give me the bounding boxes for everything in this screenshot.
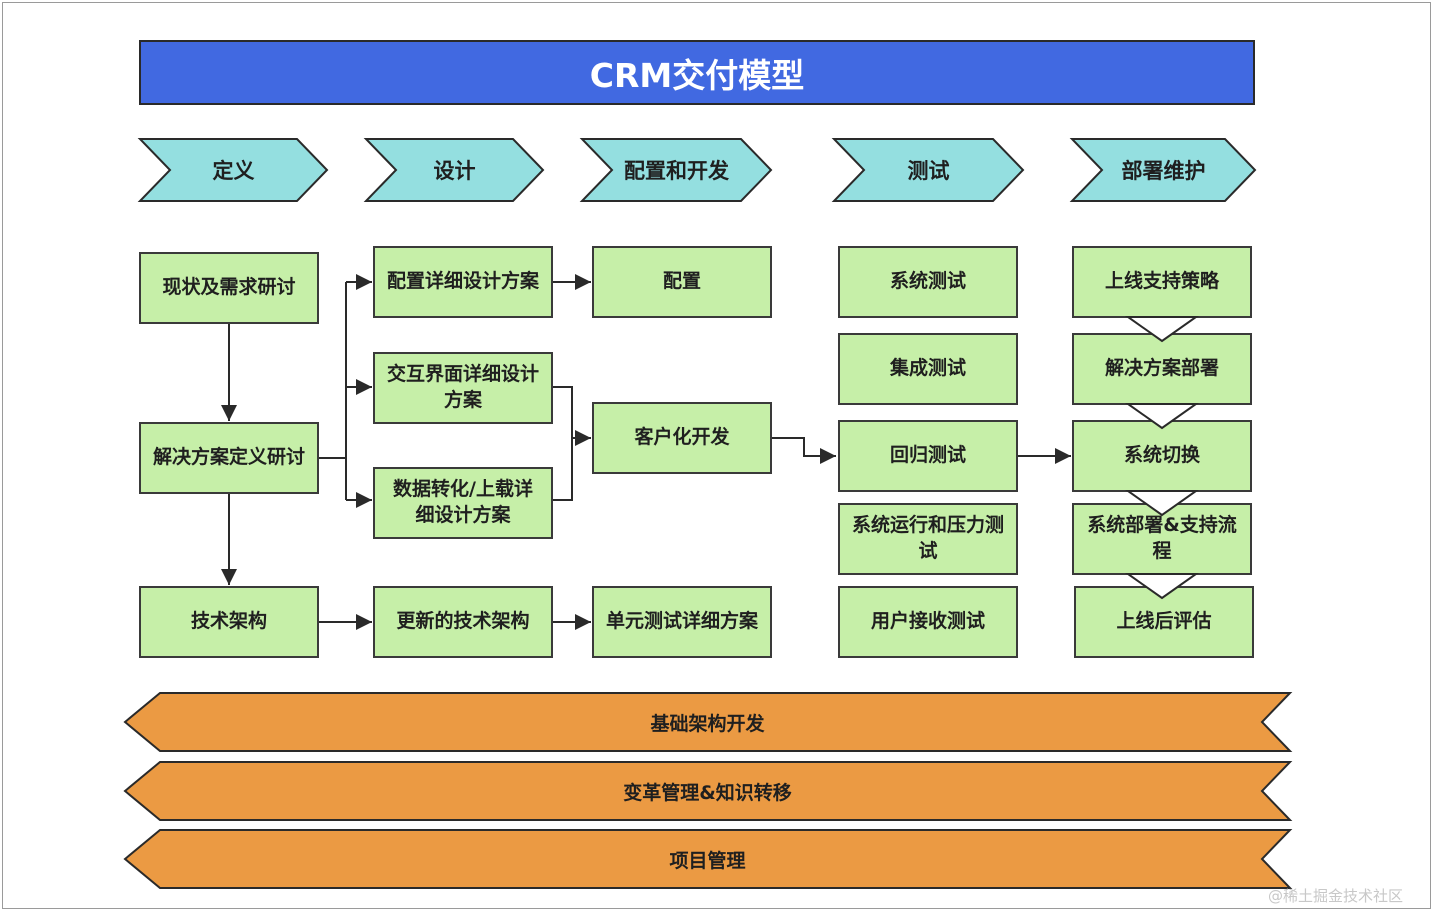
band-label-infra: 基础架构开发 bbox=[650, 712, 765, 735]
diagram-title: CRM交付模型 bbox=[139, 40, 1255, 105]
box-regression-test: 回归测试 bbox=[838, 420, 1018, 492]
box-unit-test-plan: 单元测试详细方案 bbox=[592, 586, 772, 658]
phase-chevron-define bbox=[137, 138, 329, 202]
box-solution-definition: 解决方案定义研讨 bbox=[139, 422, 319, 494]
box-ui-detail-design: 交互界面详细设计方案 bbox=[373, 352, 553, 424]
box-post-launch-evaluation: 上线后评估 bbox=[1074, 586, 1254, 658]
flow-notch-4 bbox=[1124, 573, 1200, 600]
box-go-live-strategy: 上线支持策略 bbox=[1072, 246, 1252, 318]
phase-label-deploy: 部署维护 bbox=[1121, 159, 1206, 183]
box-performance-test: 系统运行和压力测试 bbox=[838, 503, 1018, 575]
phase-chevron-deploy bbox=[1069, 138, 1257, 202]
phase-chevron-design bbox=[363, 138, 545, 202]
phase-label-design: 设计 bbox=[433, 159, 476, 183]
box-data-detail-design: 数据转化/上载详细设计方案 bbox=[373, 467, 553, 539]
box-config-detail-design: 配置详细设计方案 bbox=[373, 246, 553, 318]
phase-label-define: 定义 bbox=[212, 159, 255, 183]
box-updated-tech-arch: 更新的技术架构 bbox=[373, 586, 553, 658]
phase-chevron-build bbox=[579, 138, 773, 202]
box-current-state: 现状及需求研讨 bbox=[139, 252, 319, 324]
connector-ui-merge bbox=[552, 386, 573, 501]
flow-notch-1 bbox=[1124, 316, 1200, 343]
flow-notch-3 bbox=[1124, 490, 1200, 517]
phase-label-test: 测试 bbox=[907, 159, 950, 183]
box-system-test: 系统测试 bbox=[838, 246, 1018, 318]
band-label-change-mgmt: 变革管理&知识转移 bbox=[623, 781, 792, 804]
phase-label-build: 配置和开发 bbox=[624, 159, 729, 183]
band-shape-pm bbox=[123, 829, 1293, 889]
band-shape-infra bbox=[123, 692, 1293, 752]
band-shape-change bbox=[123, 761, 1293, 821]
band-label-project-mgmt: 项目管理 bbox=[669, 849, 746, 872]
box-user-acceptance-test: 用户接收测试 bbox=[838, 586, 1018, 658]
box-tech-architecture: 技术架构 bbox=[139, 586, 319, 658]
watermark: @稀土掘金技术社区 bbox=[1268, 887, 1404, 905]
flow-notch-2 bbox=[1124, 403, 1200, 430]
connector-custom-to-regression bbox=[771, 437, 836, 464]
box-config: 配置 bbox=[592, 246, 772, 318]
box-custom-development: 客户化开发 bbox=[592, 402, 772, 474]
phase-chevron-test bbox=[831, 138, 1025, 202]
box-integration-test: 集成测试 bbox=[838, 333, 1018, 405]
